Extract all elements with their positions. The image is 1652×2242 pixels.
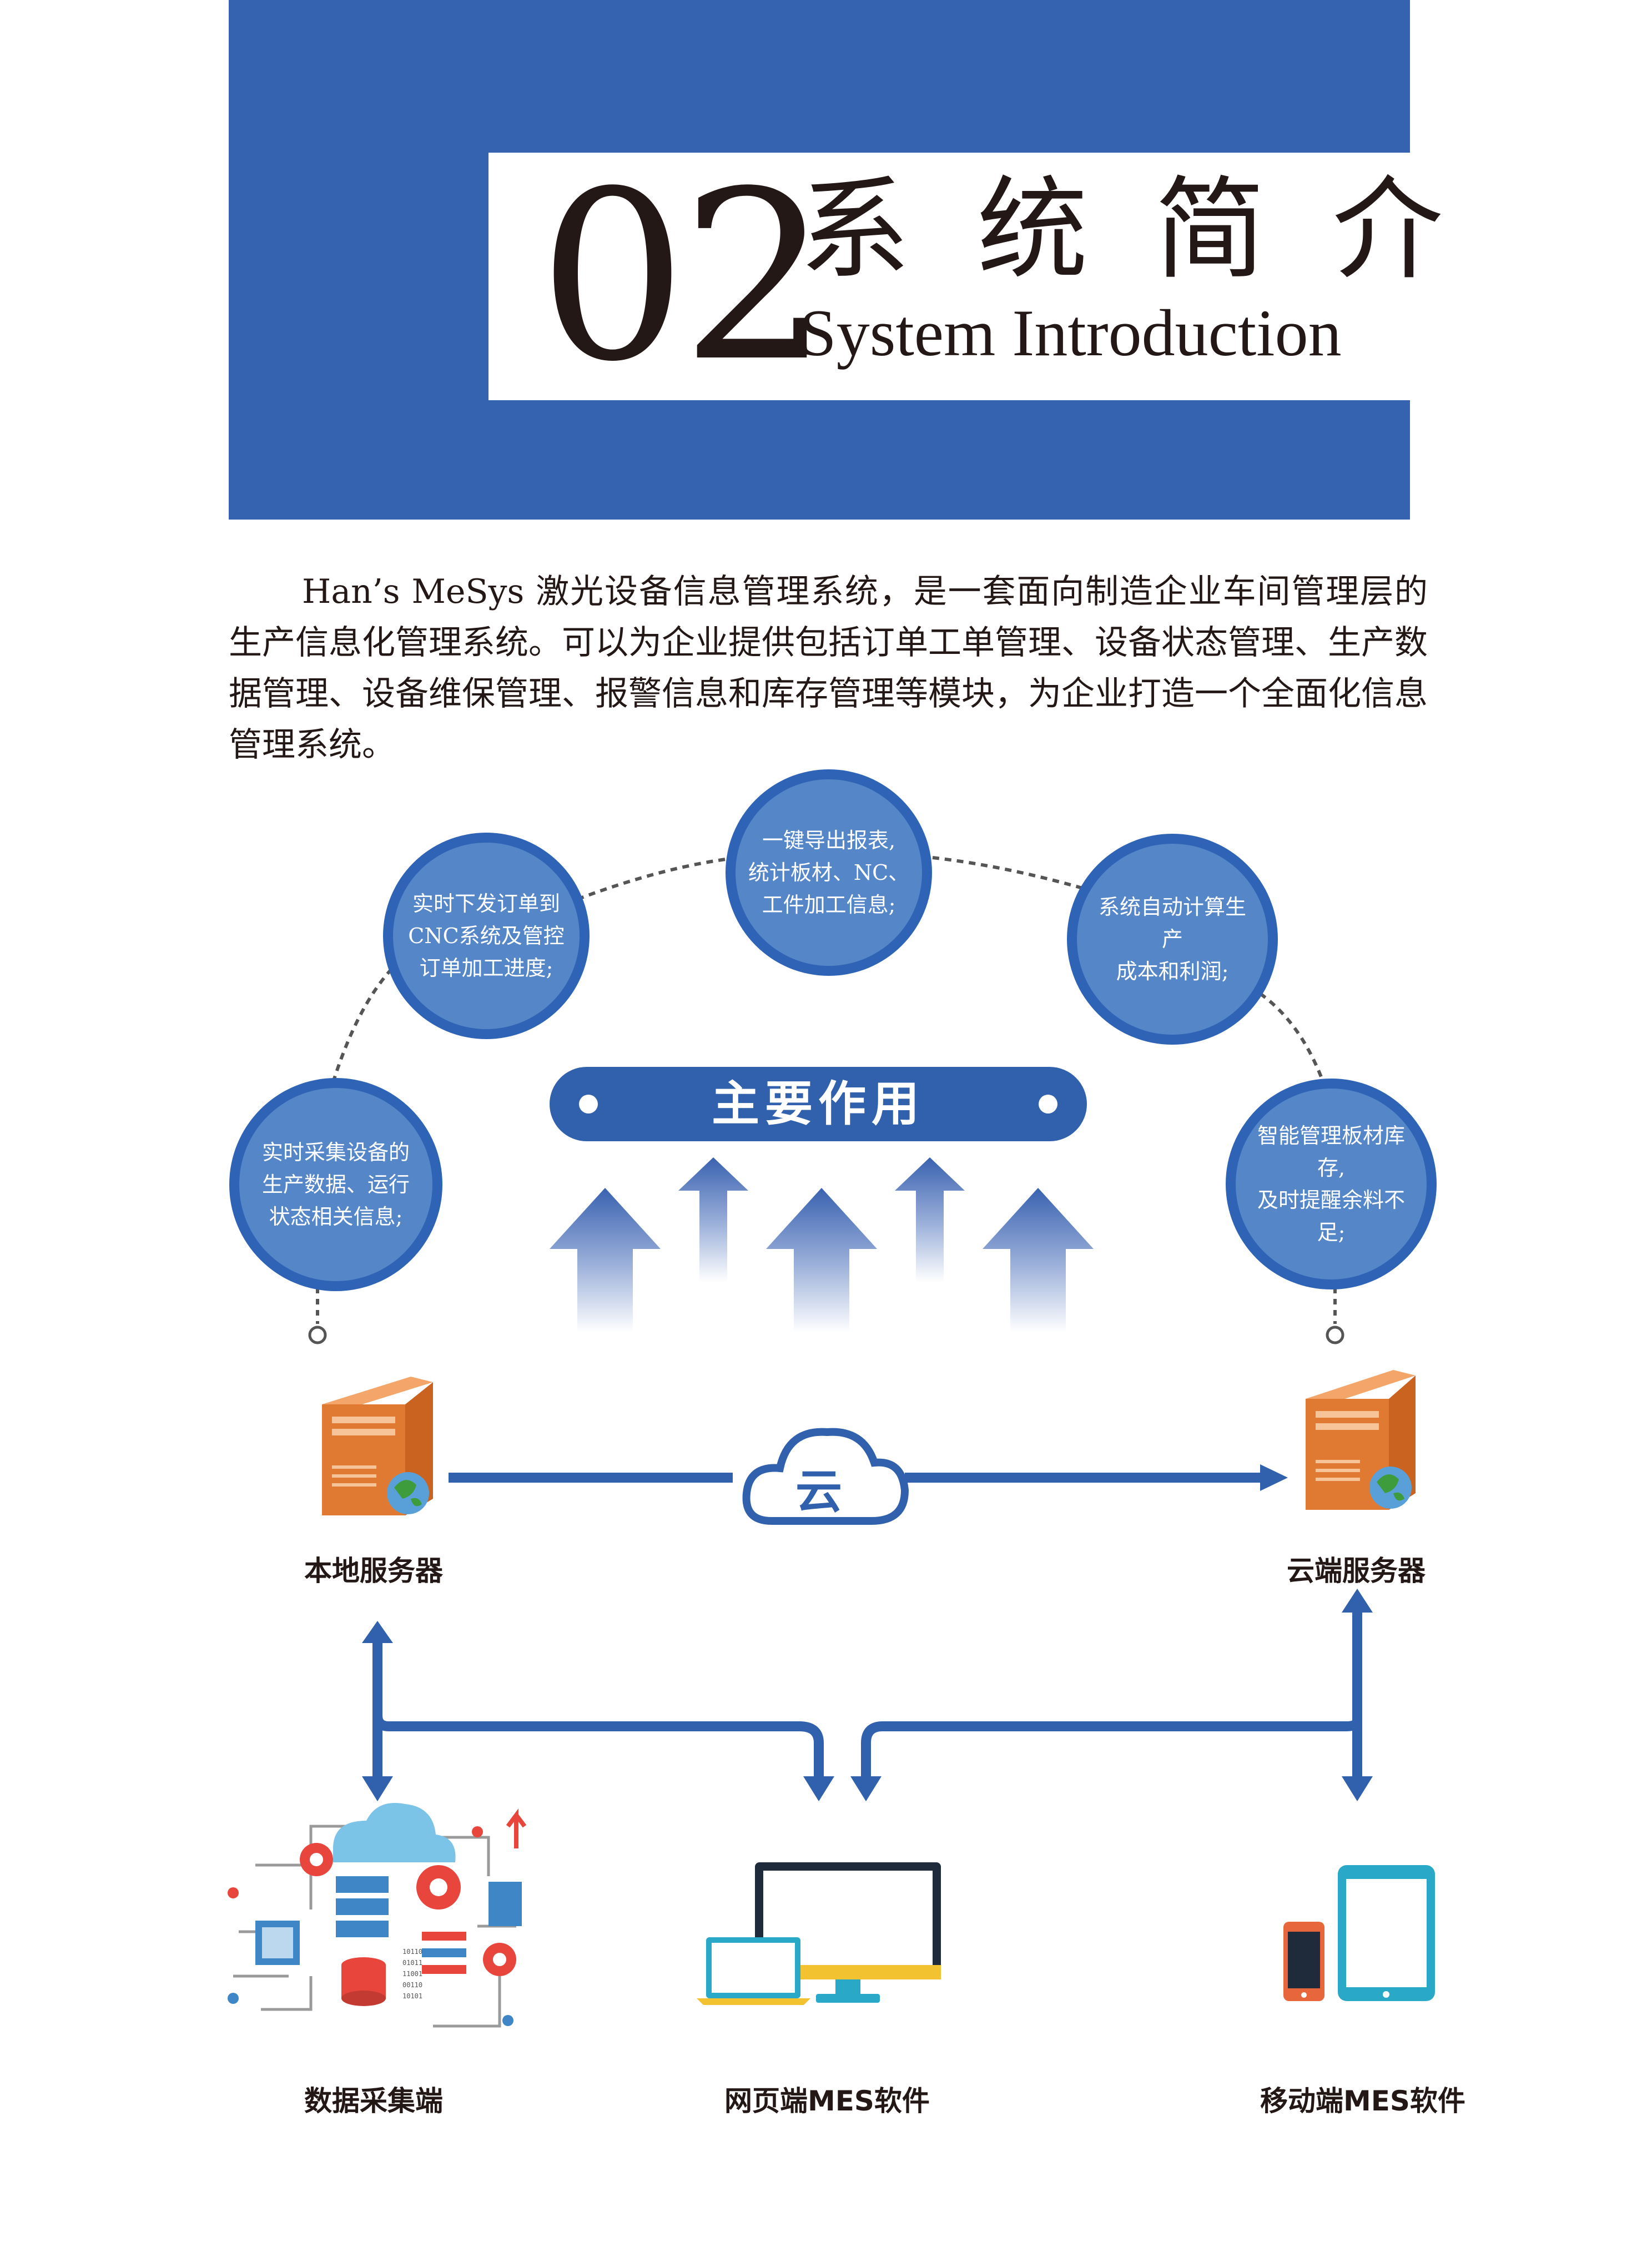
mobile-mes-icon bbox=[1283, 1865, 1435, 2001]
function-text-data-acquisition: 实时采集设备的 生产数据、运行 状态相关信息; bbox=[239, 1088, 432, 1281]
up-arrow-3 bbox=[766, 1188, 877, 1332]
svg-text:11001: 11001 bbox=[402, 1970, 422, 1978]
data-collection-icon: 10110 01011 11001 00110 10101 bbox=[228, 1803, 525, 2026]
function-circle-data-acquisition: 实时采集设备的 生产数据、运行 状态相关信息; bbox=[229, 1078, 442, 1291]
function-text-inventory: 智能管理板材库存, 及时提醒余料不足; bbox=[1236, 1089, 1427, 1279]
svg-text:10110: 10110 bbox=[402, 1948, 422, 1956]
svg-text:10101: 10101 bbox=[402, 1992, 422, 2000]
data-collection-label: 数据采集端 bbox=[304, 2079, 443, 2119]
function-circle-cost-calculation: 系统自动计算生产 成本和利润; bbox=[1067, 834, 1278, 1045]
up-arrows bbox=[550, 1157, 1094, 1332]
banner-title: 主要作用 bbox=[550, 1067, 1087, 1141]
right-pin bbox=[1327, 1327, 1343, 1343]
web-mes-label: 网页端MES软件 bbox=[724, 2079, 930, 2119]
cloud-server-icon bbox=[1306, 1370, 1416, 1510]
cloud-server-label: 云端服务器 bbox=[1287, 1549, 1426, 1589]
distribution-connectors bbox=[377, 1613, 1357, 1776]
up-arrow-2 bbox=[678, 1157, 748, 1282]
left-pin bbox=[310, 1327, 325, 1343]
server-link-arrowhead bbox=[1260, 1464, 1288, 1491]
up-arrow-5 bbox=[983, 1188, 1094, 1332]
function-circle-report-export: 一键导出报表, 统计板材、NC、 工件加工信息; bbox=[726, 769, 932, 976]
up-arrow-4 bbox=[895, 1157, 965, 1282]
function-circle-order-dispatch: 实时下发订单到 CNC系统及管控 订单加工进度; bbox=[383, 833, 590, 1039]
up-arrow-1 bbox=[550, 1188, 661, 1332]
local-server-label: 本地服务器 bbox=[304, 1549, 443, 1589]
svg-text:00110: 00110 bbox=[402, 1981, 422, 1989]
function-text-cost-calculation: 系统自动计算生产 成本和利润; bbox=[1077, 844, 1268, 1035]
web-mes-icon bbox=[697, 1862, 941, 2005]
function-text-report-export: 一键导出报表, 统计板材、NC、 工件加工信息; bbox=[736, 779, 922, 966]
cloud-label: 云 bbox=[788, 1454, 849, 1521]
mobile-mes-label: 移动端MES软件 bbox=[1260, 2079, 1465, 2119]
svg-text:01011: 01011 bbox=[402, 1959, 422, 1967]
function-circle-inventory: 智能管理板材库存, 及时提醒余料不足; bbox=[1226, 1079, 1437, 1289]
local-server-icon bbox=[322, 1377, 433, 1515]
function-text-order-dispatch: 实时下发订单到 CNC系统及管控 订单加工进度; bbox=[393, 843, 580, 1029]
